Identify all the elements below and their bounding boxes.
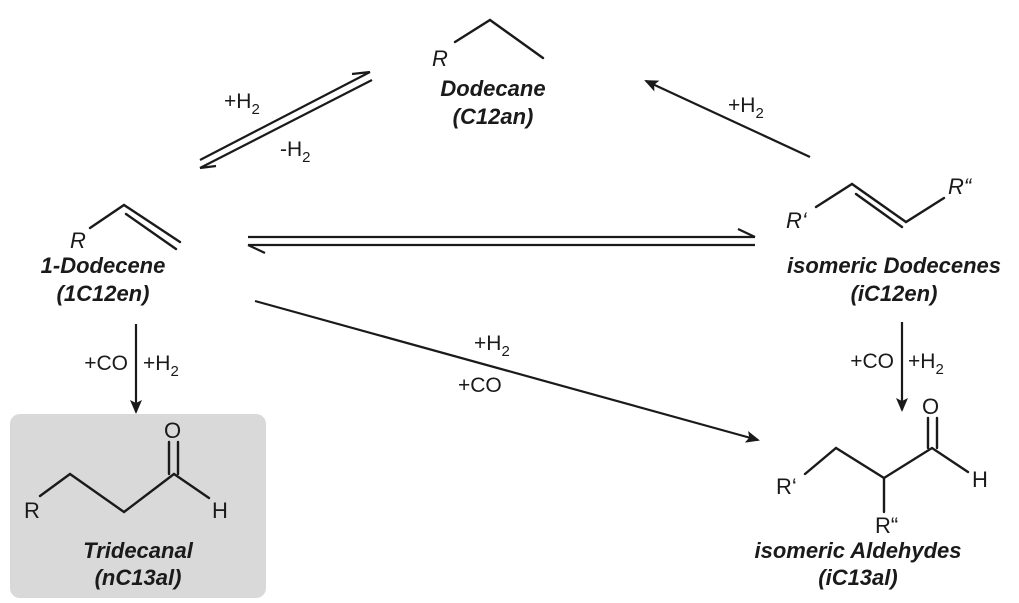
- tridecanal-r-label: R: [24, 498, 40, 523]
- condition-right-h2: +H2: [908, 350, 944, 378]
- tridecanal-highlight-box: [10, 414, 266, 598]
- dodecane-abbr: (C12an): [453, 104, 534, 129]
- iso-dodecenes-name: isomeric Dodecenes: [787, 253, 1001, 278]
- tridecanal-abbr: (nC13al): [95, 565, 182, 590]
- tridecanal-h-label: H: [212, 498, 228, 523]
- arrow-isomers-to-dodecane: [644, 80, 811, 158]
- iso-aldehydes-abbr: (iC13al): [818, 565, 897, 590]
- iso-dodecenes-abbr: (iC12en): [851, 281, 938, 306]
- iso-aldehydes-r1-label: R‘: [776, 474, 797, 499]
- condition-right-co: +CO: [850, 350, 894, 373]
- dodecene-structure: R: [70, 203, 182, 253]
- dodecane-structure: R: [432, 18, 545, 71]
- iso-dodecenes-r1-label: R‘: [786, 208, 808, 233]
- condition-left-co: +CO: [84, 352, 128, 375]
- arrow-dodecene-to-iso-aldehydes: [254, 299, 760, 443]
- condition-dehydrogenation-left: -H2: [280, 138, 311, 166]
- dodecene-r-label: R: [70, 228, 86, 253]
- dodecane-name: Dodecane: [440, 76, 545, 101]
- iso-aldehydes-name: isomeric Aldehydes: [754, 538, 961, 563]
- iso-aldehydes-h-label: H: [972, 467, 988, 492]
- dodecene-name: 1-Dodecene: [41, 253, 166, 278]
- condition-hydrogenation-right: +H2: [728, 94, 764, 122]
- tridecanal-structure: R O H: [24, 418, 228, 523]
- condition-hydrogenation-left: +H2: [224, 90, 260, 118]
- tridecanal-o-label: O: [164, 418, 181, 443]
- tridecanal-name: Tridecanal: [83, 538, 194, 563]
- equilibrium-arrow-dodecene-dodecane: [199, 70, 373, 170]
- condition-left-h2: +H2: [143, 352, 179, 380]
- condition-diagonal-co: +CO: [458, 374, 502, 397]
- iso-dodecenes-structure: R‘ R“: [786, 174, 973, 233]
- equilibrium-arrow-dodecene-isomers: [247, 228, 756, 254]
- iso-aldehydes-r2-label: R“: [875, 513, 898, 538]
- dodecane-r-label: R: [432, 46, 448, 71]
- iso-dodecenes-r2-label: R“: [948, 174, 973, 199]
- iso-aldehydes-o-label: O: [922, 394, 939, 419]
- dodecene-abbr: (1C12en): [57, 281, 150, 306]
- condition-diagonal-h2: +H2: [474, 332, 510, 360]
- iso-aldehydes-structure: R‘ R“ O H: [776, 394, 988, 538]
